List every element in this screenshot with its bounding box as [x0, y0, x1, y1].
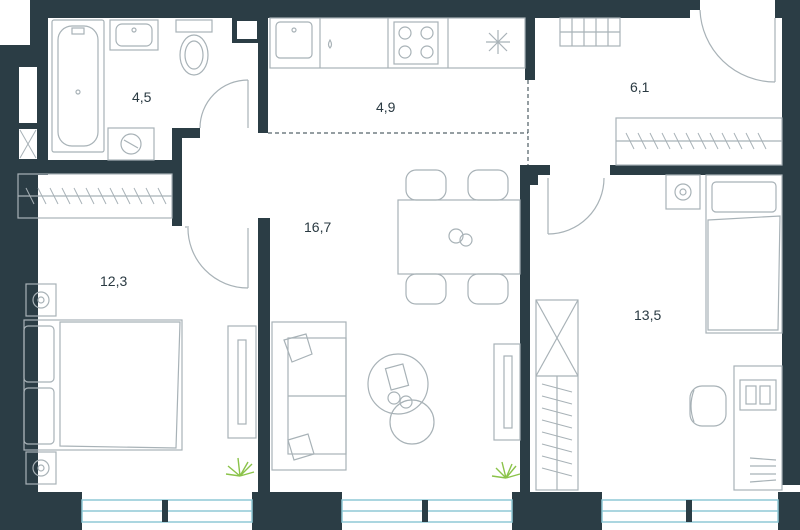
desk: [733, 365, 783, 491]
sink: [109, 19, 159, 51]
single-bed: [705, 174, 783, 334]
toilet: [175, 19, 213, 76]
bathroom-area: 4,5: [132, 89, 152, 105]
hangers-left: [25, 187, 167, 205]
plant-left: [225, 457, 255, 477]
wardrobe-left: [17, 173, 173, 219]
plant-living: [491, 461, 521, 479]
kitchen-boundary: [268, 80, 529, 165]
doors: [185, 9, 776, 289]
sofa: [271, 321, 347, 471]
nightstand-right: [665, 174, 701, 210]
tv-unit-left: [227, 325, 257, 439]
tv-unit-living: [493, 343, 521, 441]
room-labels: 4,5 4,9 6,1 16,7 12,3 13,5: [100, 79, 661, 323]
washing-machine: [107, 127, 155, 161]
coffee-table: [367, 353, 435, 445]
bedroom-left-area: 12,3: [100, 273, 127, 289]
wardrobe-right: [535, 299, 579, 491]
living-area: 16,7: [304, 219, 331, 235]
nightstands-left: [25, 283, 57, 485]
hangers-hall: [625, 132, 767, 150]
shoe-rack: [559, 17, 621, 47]
wardrobe-hall: [615, 117, 783, 166]
kitchen-area: 4,9: [376, 99, 396, 115]
hangers-right: [541, 383, 573, 477]
window-ticks: [162, 500, 692, 522]
hall-area: 6,1: [630, 79, 650, 95]
bedroom-right-area: 13,5: [634, 307, 661, 323]
windows: [81, 499, 779, 523]
bathtub: [51, 19, 105, 153]
desk-chair: [689, 385, 727, 427]
dining-set: [397, 169, 521, 305]
kitchen-counter: [269, 17, 526, 69]
double-bed: [23, 319, 183, 451]
shaft-x: [19, 129, 37, 159]
